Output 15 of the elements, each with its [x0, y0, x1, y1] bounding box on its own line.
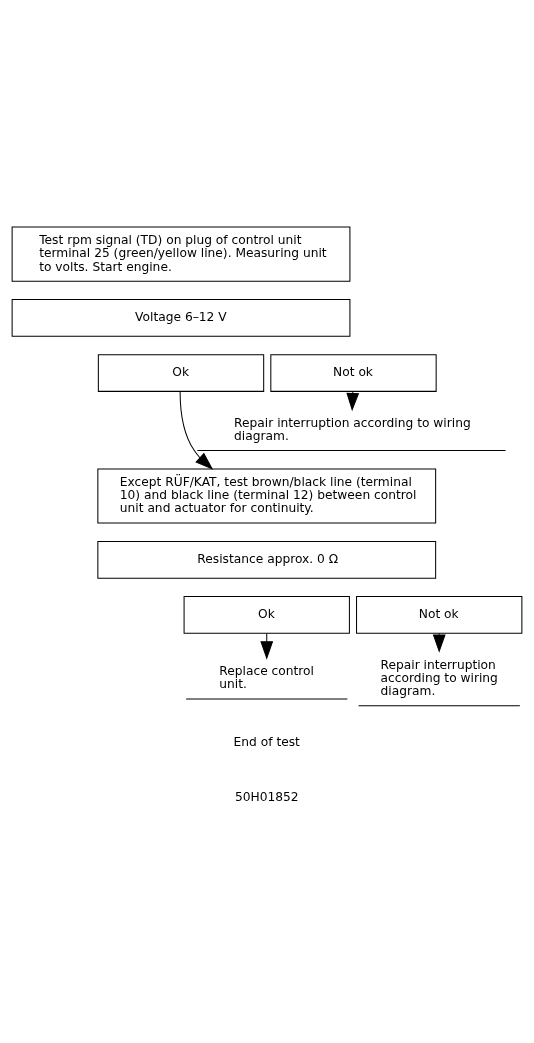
node-text: Repair interruption according to wiring diagram.	[380, 657, 498, 699]
node-box: Test rpm signal (TD) on plug of control unit terminal 25 (green/yellow line). Measuring unit to volts. Start engine.	[11, 226, 351, 282]
node-box: Ok	[97, 354, 265, 392]
arrow	[179, 391, 214, 470]
node-text: Repair interruption according to wiring diagram.	[234, 415, 471, 443]
node-box: Voltage 6–12 V	[11, 299, 351, 337]
node-box: Resistance approx. 0 Ω	[97, 540, 437, 579]
arrow	[432, 632, 446, 653]
arrow	[346, 390, 360, 412]
label: End of test	[233, 734, 300, 749]
node-box: Ok	[183, 596, 350, 634]
label: 50H01852	[234, 789, 299, 804]
node-text: Replace control unit.	[219, 664, 314, 692]
arrow	[260, 632, 274, 660]
node-box: Except RÜF/KAT, test brown/black line (terminal 10) and black line (terminal 12) between control unit and actuator for continuity.	[97, 468, 437, 524]
